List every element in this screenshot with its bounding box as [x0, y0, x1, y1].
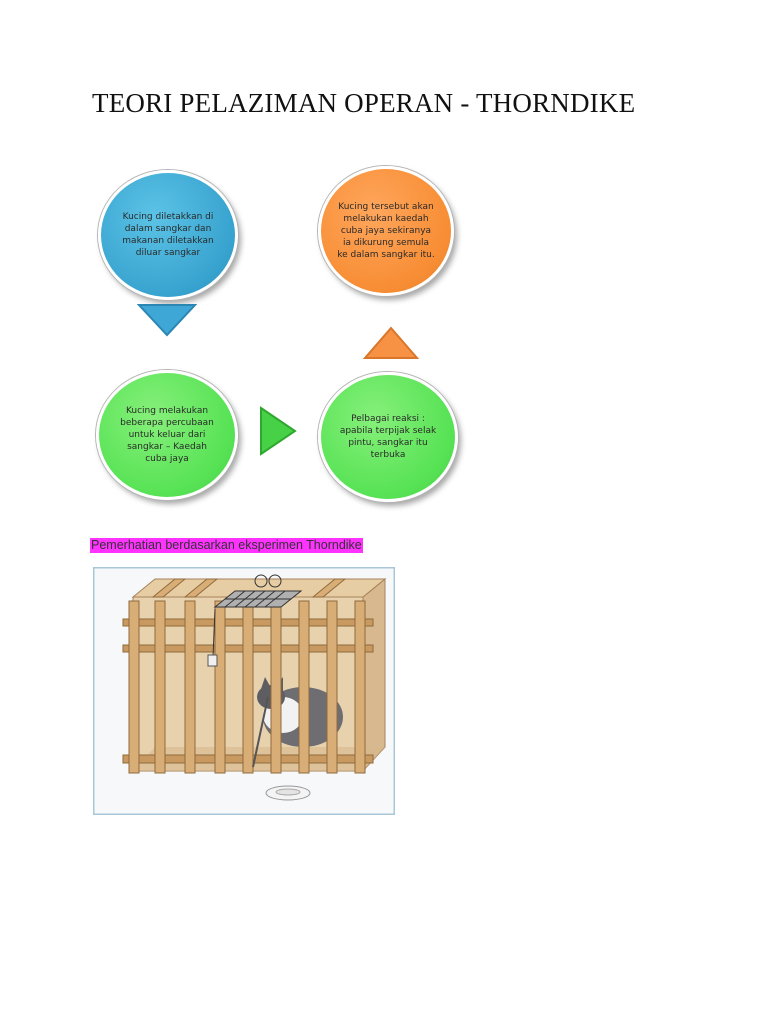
diagram-node-step1: Kucing diletakkan di dalam sangkar dan m…	[98, 170, 238, 300]
figure-caption: Pemerhatian berdasarkan eksperimen Thorn…	[90, 538, 363, 553]
arrow-up-icon	[362, 326, 420, 359]
page-title: TEORI PELAZIMAN OPERAN - THORNDIKE	[92, 88, 636, 118]
diagram-node-step4-text: Kucing tersebut akan melakukan kaedah cu…	[337, 202, 435, 260]
process-diagram: Kucing diletakkan di dalam sangkar dan m…	[90, 160, 480, 520]
puzzle-box-illustration	[93, 567, 395, 815]
diagram-node-step2-text: Kucing melakukan beberapa percubaan untu…	[120, 406, 214, 464]
diagram-node-step1-text: Kucing diletakkan di dalam sangkar dan m…	[122, 212, 214, 258]
arrow-down-icon	[136, 304, 198, 337]
arrow-right-icon	[260, 406, 297, 456]
diagram-node-step3-text: Pelbagai reaksi : apabila terpijak selak…	[339, 414, 437, 460]
diagram-node-step4: Kucing tersebut akan melakukan kaedah cu…	[318, 166, 454, 296]
diagram-node-step3: Pelbagai reaksi : apabila terpijak selak…	[318, 372, 458, 502]
diagram-node-step2: Kucing melakukan beberapa percubaan untu…	[96, 370, 238, 500]
